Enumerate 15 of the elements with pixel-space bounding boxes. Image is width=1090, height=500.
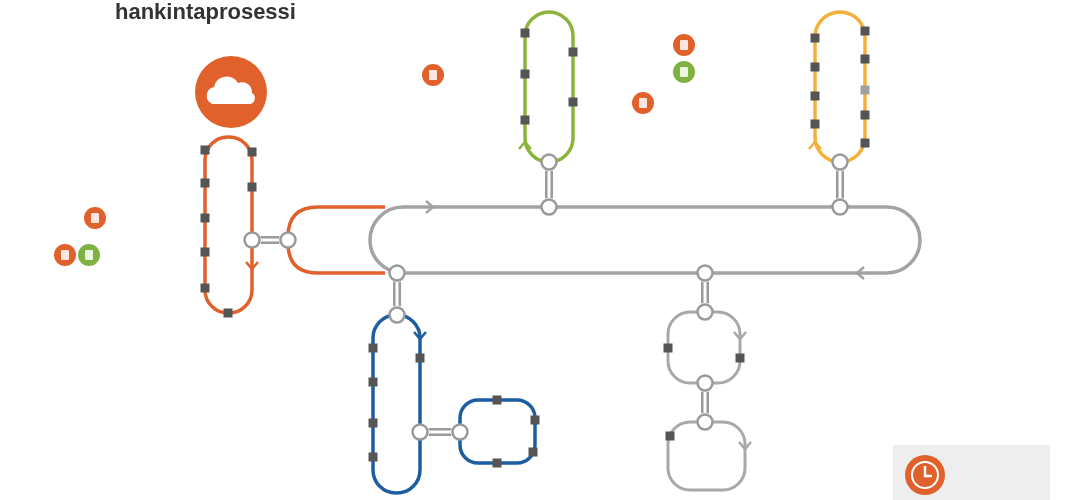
route-loop bbox=[808, 10, 870, 171]
route-loop bbox=[665, 413, 752, 492]
interchange-link bbox=[836, 170, 844, 199]
interchange-link bbox=[260, 236, 280, 244]
interchange-link bbox=[393, 281, 401, 307]
route-loop bbox=[368, 306, 429, 495]
diagram-title: hankintaprosessi bbox=[115, 0, 296, 24]
interchange-link bbox=[428, 428, 452, 436]
route-loop bbox=[518, 10, 578, 171]
route-loop bbox=[451, 395, 540, 468]
route-loop bbox=[663, 303, 747, 392]
interchange-link bbox=[701, 281, 709, 304]
interchange-link bbox=[545, 170, 553, 199]
interchange-link bbox=[701, 391, 709, 414]
route-loop bbox=[200, 135, 261, 318]
